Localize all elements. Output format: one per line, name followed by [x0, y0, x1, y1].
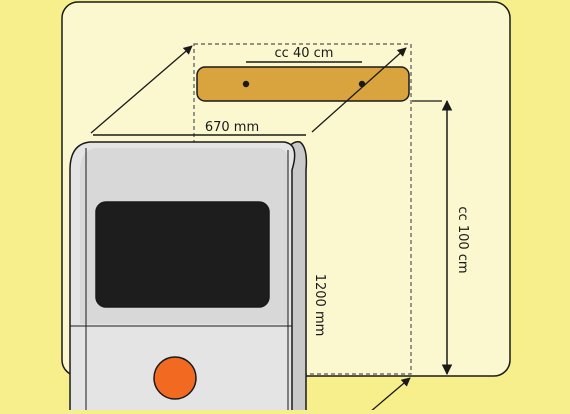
bracket-hole-left-icon: [242, 80, 250, 88]
circle-button-icon: [153, 356, 197, 400]
cabinet-screen: [95, 201, 270, 308]
perspective-arrow-left: [90, 45, 193, 134]
wall-bracket: [196, 66, 410, 102]
cabinet-width-label: 670 mm: [205, 120, 259, 135]
mount-height-label: cc 100 cm: [455, 206, 470, 273]
bracket-spacing-label: cc 40 cm: [275, 46, 334, 61]
perspective-arrow-right: [311, 47, 407, 133]
bracket-hole-right-icon: [358, 80, 366, 88]
mounting-outline: [193, 43, 412, 375]
perspective-arrow-bottom: [369, 377, 411, 413]
cabinet-height-label: 1200 mm: [312, 274, 327, 337]
